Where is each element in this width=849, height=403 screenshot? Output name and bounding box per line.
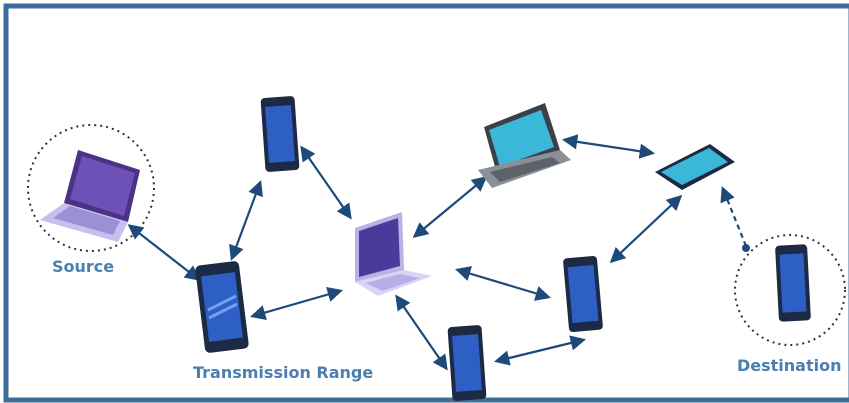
destination-phone-icon [775,244,811,322]
link-destination-tablet [720,186,748,247]
source-label: Source [52,257,115,276]
phone-top-icon [260,96,300,172]
diagram-frame [3,3,849,403]
source-range-circle [27,124,155,252]
links [127,134,748,371]
destination-range-circle [734,234,846,346]
link-phone-phone-top [229,180,263,261]
link-phone-laptop-center [250,287,343,320]
destination-link-dot [742,244,750,252]
center-laptop-icon [355,212,432,296]
cyan-laptop-icon [478,103,571,188]
phone-left-icon [195,261,249,353]
transmission-range-label: Transmission Range [193,363,374,382]
phone-right-icon [563,255,603,333]
link-phone-right-tablet [609,194,683,264]
link-cyan-tablet [561,134,656,159]
source-laptop-icon [40,150,140,242]
destination-label: Destination [737,356,842,375]
phone-bottom-icon [447,325,487,401]
link-bottom-phone-right [494,335,586,366]
link-center-phone-bottom [395,294,448,371]
link-phonetop-laptop-center [300,145,352,220]
link-center-laptop-cyan [412,176,488,238]
tablet-icon [655,144,735,190]
link-source-phone [127,224,201,281]
link-center-phone-right [455,266,551,301]
